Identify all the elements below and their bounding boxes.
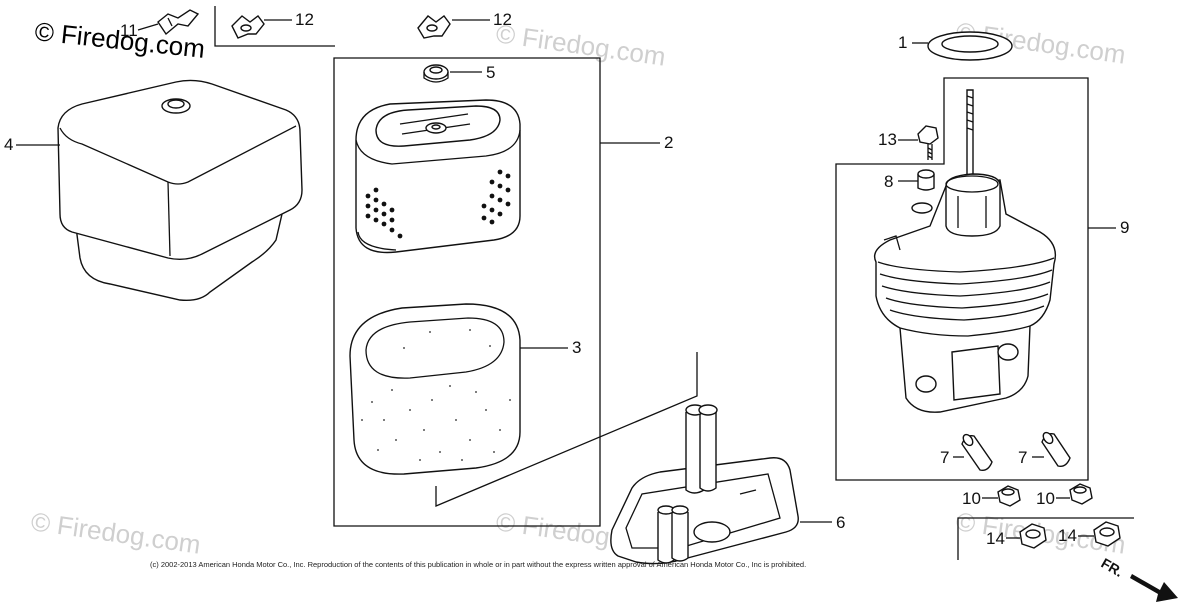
group-box-part-2 (333, 57, 601, 527)
copyright-notice: (c) 2002-2013 American Honda Motor Co., … (150, 560, 806, 569)
part-10-nut-left[interactable] (997, 485, 1021, 507)
callout-7-left: 7 (940, 448, 949, 467)
callout-14-right: 14 (1058, 526, 1077, 545)
part-3-foam-filter[interactable] (349, 303, 521, 475)
part-5-grommet[interactable] (423, 64, 449, 83)
callout-5: 5 (486, 63, 495, 82)
filter-holes-right (481, 169, 511, 225)
callout-8: 8 (884, 172, 893, 191)
part-4-air-cleaner-cover[interactable] (57, 79, 303, 302)
callout-12-left: 12 (295, 10, 314, 29)
callout-7-right: 7 (1018, 448, 1027, 467)
callout-10-right: 10 (1036, 489, 1055, 508)
part-13-bolt[interactable] (917, 125, 939, 160)
leader-6 (435, 352, 698, 507)
callout-11: 11 (120, 21, 138, 40)
callout-14-left: 14 (986, 529, 1005, 548)
part-6-air-cleaner-base[interactable] (610, 404, 799, 565)
part-12-wing-nut-right[interactable] (417, 15, 451, 39)
part-8-collar[interactable] (917, 169, 935, 191)
callout-10-left: 10 (962, 489, 981, 508)
callout-4: 4 (4, 135, 13, 154)
part-12-wing-nut-left[interactable] (231, 15, 265, 39)
callout-12-right: 12 (493, 10, 512, 29)
group-bracket-14 (957, 517, 1134, 560)
callout-9: 9 (1120, 218, 1129, 237)
part-7-pin-right[interactable] (1041, 431, 1071, 468)
part-7-pin-left[interactable] (961, 433, 993, 472)
part-1-gasket[interactable] (927, 31, 1013, 61)
watermark-top-center: © Firedog.com (494, 18, 667, 71)
callout-13: 13 (878, 130, 897, 149)
watermark-bottom-left: © Firedog.com (29, 506, 202, 559)
callout-3: 3 (572, 338, 581, 357)
foam-texture (361, 329, 511, 461)
part-14-nut-right[interactable] (1093, 521, 1121, 547)
callout-1: 1 (898, 33, 907, 52)
part-2-air-filter-element[interactable] (355, 99, 521, 254)
filter-holes-left (365, 187, 403, 239)
front-arrow: FR. (1099, 555, 1178, 602)
callout-6: 6 (836, 513, 845, 532)
group-box-part-9 (835, 77, 1089, 481)
part-14-nut-left[interactable] (1019, 523, 1047, 549)
part-11-wing-nut[interactable] (157, 9, 200, 36)
part-9-air-cleaner-case[interactable] (873, 89, 1057, 413)
group-bracket-11-12 (214, 6, 335, 47)
callout-2: 2 (664, 133, 673, 152)
part-10-nut-right[interactable] (1069, 483, 1093, 505)
